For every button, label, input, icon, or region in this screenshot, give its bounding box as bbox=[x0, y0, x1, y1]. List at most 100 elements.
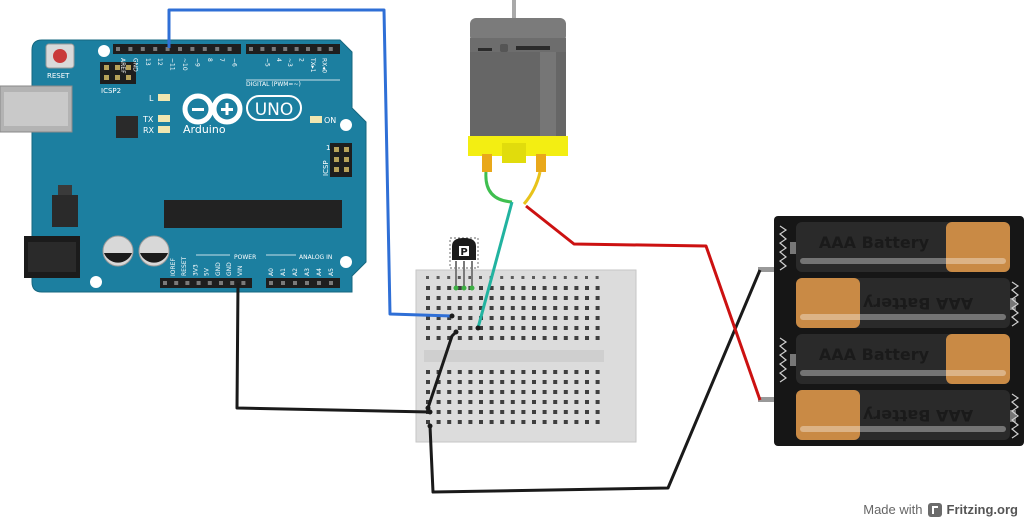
breadboard-hole[interactable] bbox=[595, 336, 600, 340]
breadboard-hole[interactable] bbox=[426, 326, 430, 330]
breadboard-hole[interactable] bbox=[595, 286, 600, 290]
breadboard-hole[interactable] bbox=[532, 326, 536, 330]
breadboard-hole[interactable] bbox=[447, 380, 452, 384]
breadboard-hole[interactable] bbox=[436, 336, 441, 340]
breadboard-hole[interactable] bbox=[489, 370, 494, 374]
header-pin[interactable] bbox=[128, 47, 133, 51]
breadboard-hole[interactable] bbox=[563, 410, 568, 414]
breadboard-hole[interactable] bbox=[426, 390, 430, 394]
breadboard-hole[interactable] bbox=[553, 370, 558, 374]
header-pin[interactable] bbox=[294, 47, 299, 51]
breadboard-hole[interactable] bbox=[489, 296, 494, 300]
breadboard-hole[interactable] bbox=[457, 296, 462, 300]
breadboard-hole[interactable] bbox=[457, 316, 462, 320]
breadboard-hole[interactable] bbox=[447, 336, 452, 340]
breadboard-hole[interactable] bbox=[585, 336, 589, 340]
breadboard-hole[interactable] bbox=[521, 286, 526, 290]
breadboard-hole[interactable] bbox=[574, 316, 579, 320]
breadboard-hole[interactable] bbox=[426, 336, 430, 340]
breadboard-hole[interactable] bbox=[500, 316, 505, 320]
breadboard-hole[interactable] bbox=[510, 326, 515, 330]
breadboard-hole[interactable] bbox=[489, 286, 494, 290]
breadboard-hole[interactable] bbox=[532, 410, 536, 414]
breadboard-hole[interactable] bbox=[585, 296, 589, 300]
breadboard-hole[interactable] bbox=[585, 390, 589, 394]
breadboard-hole[interactable] bbox=[500, 370, 505, 374]
breadboard-hole[interactable] bbox=[510, 336, 515, 340]
breadboard-hole[interactable] bbox=[585, 306, 589, 310]
header-pin[interactable] bbox=[283, 47, 288, 51]
header-pin[interactable] bbox=[174, 281, 179, 285]
breadboard-hole[interactable] bbox=[510, 400, 515, 404]
breadboard-hole[interactable] bbox=[521, 380, 526, 384]
header-pin[interactable] bbox=[329, 281, 333, 285]
breadboard-hole[interactable] bbox=[563, 400, 568, 404]
breadboard-hole[interactable] bbox=[553, 336, 558, 340]
breadboard-hole[interactable] bbox=[468, 336, 473, 340]
breadboard-hole[interactable] bbox=[468, 296, 473, 300]
breadboard-hole[interactable] bbox=[595, 410, 600, 414]
breadboard-hole[interactable] bbox=[436, 326, 441, 330]
breadboard-hole[interactable] bbox=[542, 380, 547, 384]
header-pin[interactable] bbox=[328, 47, 333, 51]
breadboard-hole[interactable] bbox=[532, 370, 536, 374]
breadboard-hole[interactable] bbox=[595, 316, 600, 320]
breadboard-hole[interactable] bbox=[510, 380, 515, 384]
breadboard-hole[interactable] bbox=[521, 316, 526, 320]
breadboard-hole[interactable] bbox=[447, 400, 452, 404]
breadboard-hole[interactable] bbox=[595, 380, 600, 384]
breadboard-hole[interactable] bbox=[542, 390, 547, 394]
breadboard-hole[interactable] bbox=[447, 286, 452, 290]
breadboard-hole[interactable] bbox=[521, 336, 526, 340]
breadboard-hole[interactable] bbox=[447, 370, 452, 374]
header-pin[interactable] bbox=[140, 47, 145, 51]
breadboard-hole[interactable] bbox=[542, 316, 547, 320]
breadboard-hole[interactable] bbox=[426, 286, 430, 290]
header-pin[interactable] bbox=[305, 281, 309, 285]
breadboard-hole[interactable] bbox=[553, 420, 558, 424]
breadboard-hole[interactable] bbox=[553, 380, 558, 384]
breadboard-hole[interactable] bbox=[489, 390, 494, 394]
breadboard-hole[interactable] bbox=[532, 316, 536, 320]
breadboard-hole[interactable] bbox=[479, 390, 483, 394]
header-pin[interactable] bbox=[165, 47, 170, 51]
breadboard-hole[interactable] bbox=[542, 370, 547, 374]
breadboard-hole[interactable] bbox=[585, 286, 589, 290]
breadboard-hole[interactable] bbox=[436, 306, 441, 310]
breadboard-hole[interactable] bbox=[489, 420, 494, 424]
header-pin[interactable] bbox=[306, 47, 310, 51]
header-pin[interactable] bbox=[153, 47, 158, 51]
header-pin[interactable] bbox=[293, 281, 297, 285]
breadboard-hole[interactable] bbox=[500, 390, 505, 394]
header-pin[interactable] bbox=[196, 281, 201, 285]
breadboard-hole[interactable] bbox=[457, 286, 462, 290]
header-pin[interactable] bbox=[185, 281, 190, 285]
breadboard-hole[interactable] bbox=[479, 400, 483, 404]
header-pin[interactable] bbox=[260, 47, 265, 51]
breadboard-hole[interactable] bbox=[426, 316, 430, 320]
breadboard-hole[interactable] bbox=[521, 326, 526, 330]
breadboard-hole[interactable] bbox=[595, 400, 600, 404]
breadboard-hole[interactable] bbox=[574, 296, 579, 300]
breadboard-hole[interactable] bbox=[574, 286, 579, 290]
breadboard-hole[interactable] bbox=[574, 326, 579, 330]
breadboard-hole[interactable] bbox=[457, 326, 462, 330]
breadboard-hole[interactable] bbox=[563, 370, 568, 374]
breadboard-hole[interactable] bbox=[500, 286, 505, 290]
breadboard-hole[interactable] bbox=[479, 410, 483, 414]
breadboard-hole[interactable] bbox=[553, 316, 558, 320]
header-pin[interactable] bbox=[116, 47, 120, 51]
breadboard-hole[interactable] bbox=[500, 306, 505, 310]
breadboard-hole[interactable] bbox=[436, 296, 441, 300]
breadboard-hole[interactable] bbox=[426, 400, 430, 404]
breadboard-hole[interactable] bbox=[500, 296, 505, 300]
breadboard-hole[interactable] bbox=[574, 370, 579, 374]
breadboard-hole[interactable] bbox=[510, 370, 515, 374]
breadboard-hole[interactable] bbox=[532, 296, 536, 300]
breadboard-hole[interactable] bbox=[563, 306, 568, 310]
breadboard-hole[interactable] bbox=[489, 316, 494, 320]
breadboard-hole[interactable] bbox=[436, 390, 441, 394]
breadboard-hole[interactable] bbox=[447, 316, 452, 320]
breadboard-hole[interactable] bbox=[563, 390, 568, 394]
breadboard-hole[interactable] bbox=[574, 380, 579, 384]
